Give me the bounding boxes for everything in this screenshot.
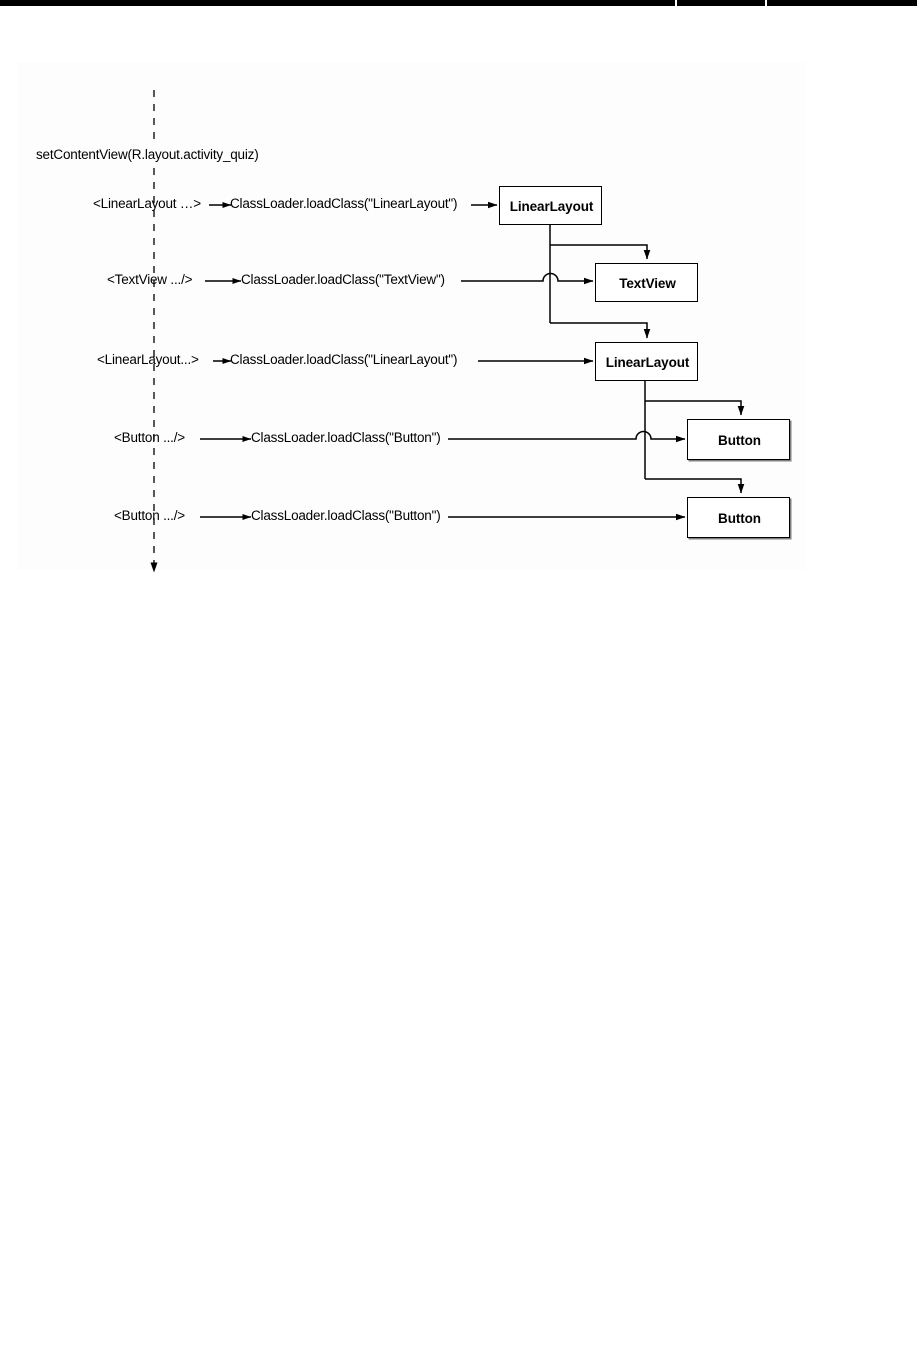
xml-tag-textview: <TextView .../> xyxy=(107,272,193,287)
view-box-button-1: Button xyxy=(687,419,790,460)
view-box-linearlayout-2: LinearLayout xyxy=(595,342,698,381)
xml-tag-linearlayout-1: <LinearLayout …> xyxy=(93,196,201,211)
loadclass-call-button-1: ClassLoader.loadClass("Button") xyxy=(251,430,441,445)
view-box-linearlayout-1: LinearLayout xyxy=(499,186,602,225)
view-box-button-2: Button xyxy=(687,497,790,538)
top-rule-tick-1 xyxy=(675,0,677,9)
row-4-arrows xyxy=(200,430,686,443)
view-box-label: Button xyxy=(718,511,761,526)
view-box-label: Button xyxy=(718,433,761,448)
view-box-textview: TextView xyxy=(595,263,698,302)
view-box-label: TextView xyxy=(619,276,676,291)
loadclass-call-button-2: ClassLoader.loadClass("Button") xyxy=(251,508,441,523)
top-rule-tick-2 xyxy=(765,0,767,9)
loadclass-call-linearlayout-1: ClassLoader.loadClass("LinearLayout") xyxy=(230,196,458,211)
tree-connector-linearlayout-2 xyxy=(644,381,745,494)
lifeline-caption: setContentView(R.layout.activity_quiz) xyxy=(36,147,259,162)
tree-connector-linearlayout-1 xyxy=(549,225,651,339)
xml-tag-linearlayout-2: <LinearLayout...> xyxy=(97,352,199,367)
diagram-background xyxy=(17,62,805,570)
page-top-rule xyxy=(0,0,917,9)
view-box-label: LinearLayout xyxy=(509,199,594,214)
loadclass-call-linearlayout-2: ClassLoader.loadClass("LinearLayout") xyxy=(230,352,458,367)
view-box-label: LinearLayout xyxy=(605,355,690,370)
loadclass-call-textview: ClassLoader.loadClass("TextView") xyxy=(241,272,445,287)
xml-tag-button-1: <Button .../> xyxy=(114,430,185,445)
xml-tag-button-2: <Button .../> xyxy=(114,508,185,523)
